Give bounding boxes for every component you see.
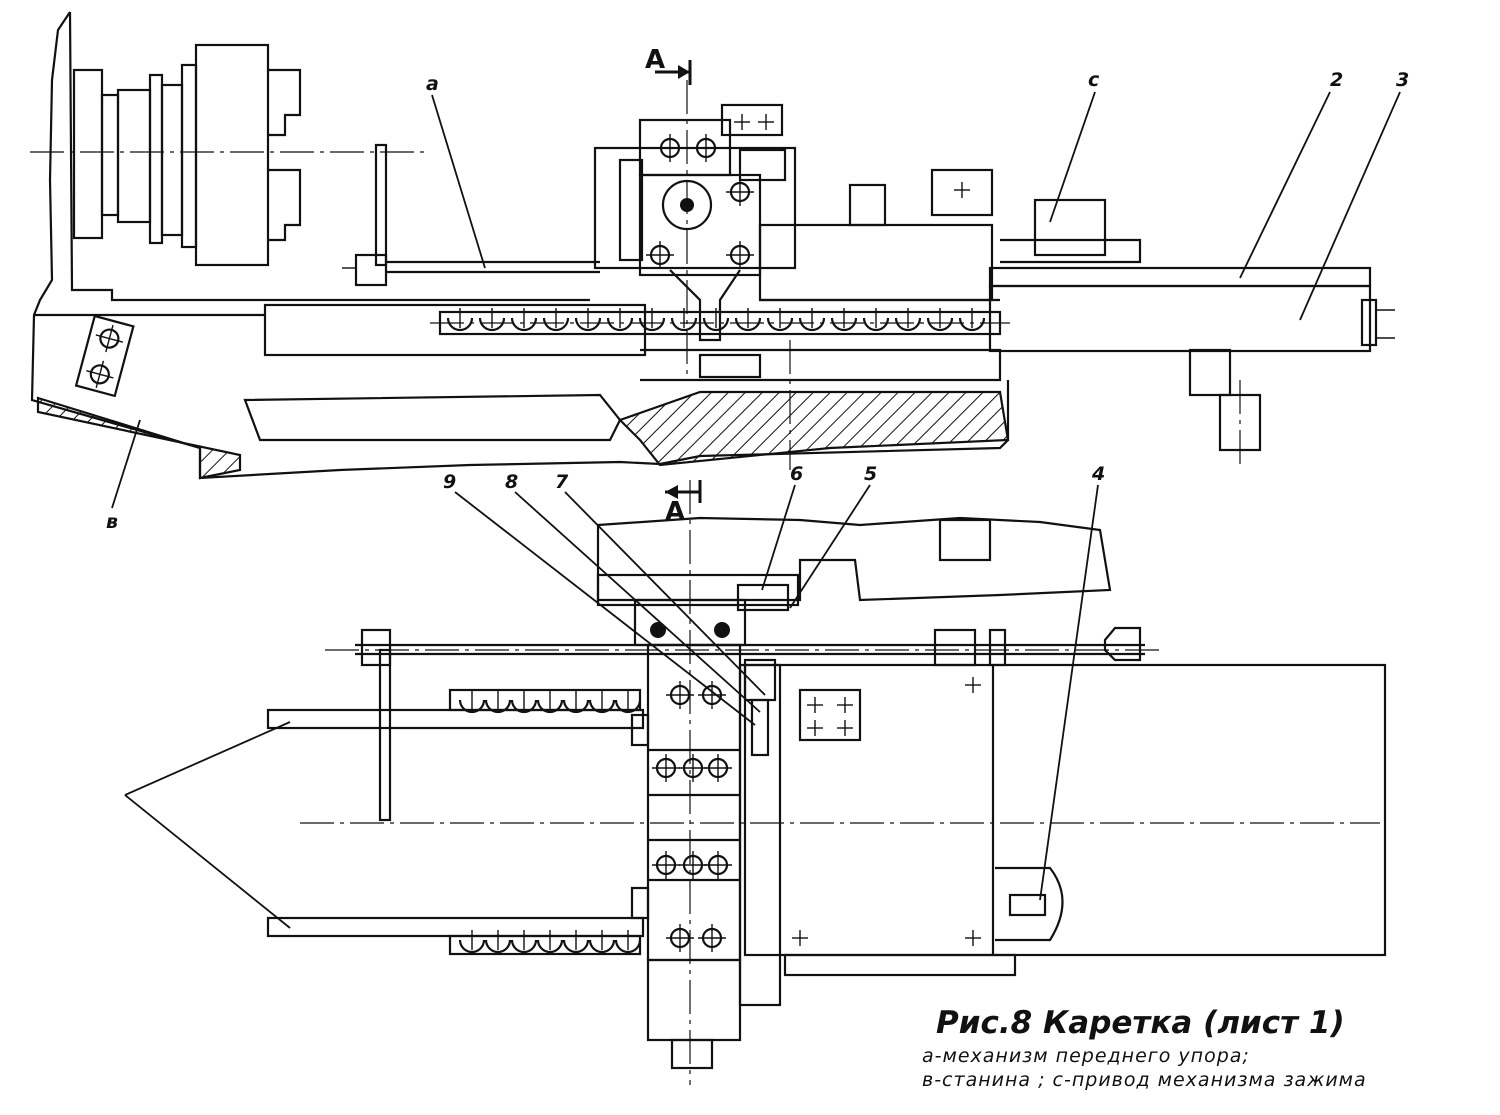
screw-roller [562,688,590,714]
label-4: 4 [1091,463,1105,485]
screw-roller [614,688,642,714]
section-mark-top: A [645,45,665,75]
front-stop-rod [342,143,600,287]
screw-roller [536,928,564,954]
screw-roller [614,928,642,954]
label-3: 3 [1396,69,1409,91]
spindle-chuck [30,43,430,267]
caption-title: Рис.8 Каретка (лист 1) [936,1005,1345,1041]
label-v: в [106,511,118,533]
caption-line-2: в-станина ; с-привод механизма зажима [922,1069,1367,1091]
screw-roller [588,688,616,714]
screw-roller [562,928,590,954]
label-8: 8 [505,471,518,493]
clamp-plate [74,314,135,398]
screw-roller [458,688,486,714]
screw-roller [458,928,486,954]
screw-roller [588,928,616,954]
screw-roller [484,928,512,954]
label-c: c [1088,69,1100,91]
label-a: a [426,73,439,95]
bed-lower [36,340,1262,480]
drive-casting [596,516,1112,602]
plan-view [124,480,1387,1085]
section-mark-bottom: A [665,497,685,527]
screw-roller [510,928,538,954]
label-2: 2 [1330,69,1343,91]
screw-roller [484,688,512,714]
screw-roller [536,688,564,714]
label-7: 7 [555,471,569,493]
side-elevation-view [30,11,1401,509]
label-6: 6 [790,463,803,485]
caption-line-1: а-механизм переднего упора; [922,1045,1250,1067]
screw-roller [510,688,538,714]
carriage-column [630,480,790,1085]
guide-bars [263,266,1395,357]
label-9: 9 [443,471,456,493]
label-5: 5 [864,463,877,485]
carriage-body [593,80,1142,380]
